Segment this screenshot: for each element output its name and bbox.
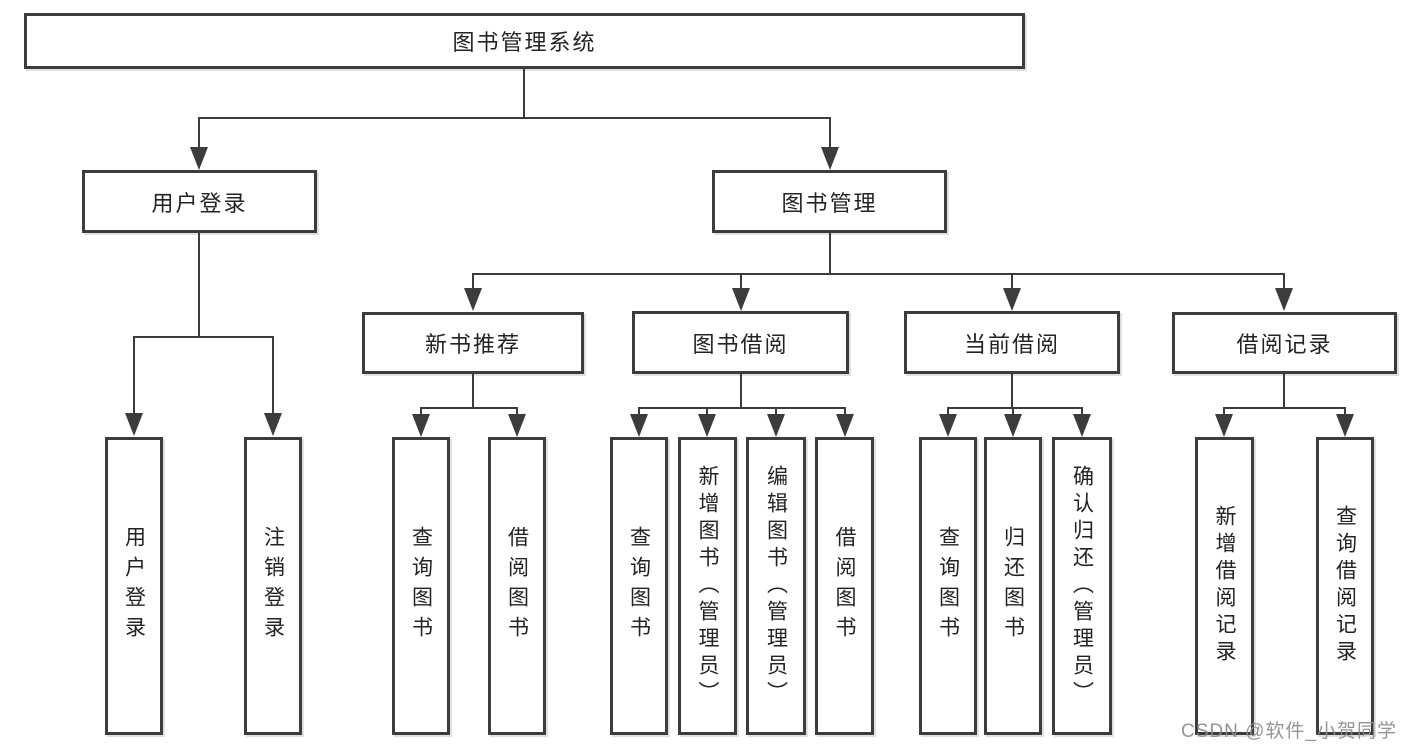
connector-drop bbox=[947, 407, 949, 416]
leaf-borrow-books-borrowing: 借阅图书 bbox=[815, 437, 874, 735]
arrow-down-icon bbox=[190, 147, 208, 170]
connector-drop bbox=[1344, 407, 1346, 416]
connector-drop bbox=[844, 407, 846, 416]
connector-drop-current-borrow bbox=[1011, 273, 1013, 291]
arrow-down-icon bbox=[508, 414, 526, 437]
leaf-logout: 注销登录 bbox=[244, 437, 302, 735]
node-current-borrowing: 当前借阅 bbox=[904, 311, 1120, 374]
connector-bus-current-borrow bbox=[947, 407, 1083, 409]
connector-drop-book-borrow bbox=[740, 273, 742, 291]
leaf-user-login-label: 用户登录 bbox=[122, 526, 146, 646]
leaf-query-borrow-record: 查询借阅记录 bbox=[1316, 437, 1374, 735]
node-book-management: 图书管理 bbox=[712, 170, 947, 233]
connector-drop bbox=[775, 407, 777, 416]
leaf-edit-book-admin: 编辑图书（管理员） bbox=[746, 437, 806, 735]
connector-current-borrow-stem bbox=[1011, 374, 1013, 407]
arrow-down-icon bbox=[125, 413, 143, 436]
arrow-down-icon bbox=[1275, 288, 1293, 311]
arrow-down-icon bbox=[1336, 414, 1354, 437]
node-user-login: 用户登录 bbox=[82, 170, 317, 233]
node-book-management-label: 图书管理 bbox=[781, 190, 878, 216]
leaf-query-books-current: 查询图书 bbox=[919, 437, 977, 735]
arrow-down-icon bbox=[1004, 414, 1022, 437]
arrow-down-icon bbox=[767, 414, 785, 437]
leaf-logout-label: 注销登录 bbox=[261, 526, 285, 646]
leaf-add-book-admin-label: 新增图书（管理员） bbox=[696, 464, 719, 708]
connector-drop bbox=[516, 407, 518, 416]
connector-drop bbox=[638, 407, 640, 416]
watermark: CSDN @软件_小贺同学 bbox=[1181, 716, 1397, 743]
arrow-down-icon bbox=[1073, 414, 1091, 437]
connector-drop-leaf-logout bbox=[272, 336, 274, 415]
connector-drop-book-mgmt bbox=[829, 117, 831, 150]
leaf-add-book-admin: 新增图书（管理员） bbox=[678, 437, 737, 735]
leaf-borrow-books-recommend: 借阅图书 bbox=[488, 437, 546, 735]
arrow-down-icon bbox=[264, 413, 282, 436]
connector-bus-level2 bbox=[198, 117, 831, 119]
connector-drop-user-login bbox=[198, 117, 200, 150]
node-borrow-records-label: 借阅记录 bbox=[1236, 332, 1333, 357]
connector-root-stem bbox=[523, 69, 525, 117]
node-new-book-recommend-label: 新书推荐 bbox=[424, 332, 521, 357]
watermark-text: CSDN @软件_小贺同学 bbox=[1181, 721, 1397, 742]
leaf-borrow-books-recommend-label: 借阅图书 bbox=[505, 526, 529, 646]
leaf-edit-book-admin-label: 编辑图书（管理员） bbox=[764, 464, 788, 708]
node-root-label: 图书管理系统 bbox=[452, 30, 597, 55]
arrow-down-icon bbox=[464, 288, 482, 311]
connector-drop bbox=[420, 407, 422, 416]
connector-bus-new-book bbox=[420, 407, 518, 409]
leaf-confirm-return-admin: 确认归还（管理员） bbox=[1052, 437, 1112, 735]
arrow-down-icon bbox=[412, 414, 430, 437]
connector-bus-book-borrow bbox=[638, 407, 846, 409]
node-borrow-records: 借阅记录 bbox=[1172, 312, 1397, 374]
leaf-query-books-borrowing-label: 查询图书 bbox=[627, 526, 651, 646]
leaf-return-book-label: 归还图书 bbox=[1001, 526, 1025, 646]
connector-drop bbox=[706, 407, 708, 416]
connector-drop bbox=[1223, 407, 1225, 416]
arrow-down-icon bbox=[698, 414, 716, 437]
connector-drop-leaf-login bbox=[133, 336, 135, 415]
node-root: 图书管理系统 bbox=[24, 13, 1025, 69]
connector-drop-new-book bbox=[472, 273, 474, 291]
leaf-confirm-return-admin-label: 确认归还（管理员） bbox=[1070, 464, 1094, 708]
node-user-login-label: 用户登录 bbox=[151, 190, 248, 216]
leaf-add-borrow-record-label: 新增借阅记录 bbox=[1213, 505, 1236, 667]
connector-drop bbox=[1081, 407, 1083, 416]
leaf-query-borrow-record-label: 查询借阅记录 bbox=[1333, 505, 1357, 667]
leaf-borrow-books-borrowing-label: 借阅图书 bbox=[833, 526, 856, 646]
connector-new-book-stem bbox=[472, 374, 474, 407]
connector-book-borrow-stem bbox=[740, 374, 742, 407]
connector-bus-user-login bbox=[133, 336, 274, 338]
connector-borrow-records-stem bbox=[1283, 374, 1285, 407]
leaf-query-books-recommend: 查询图书 bbox=[392, 437, 450, 735]
connector-drop bbox=[1012, 407, 1014, 416]
leaf-user-login: 用户登录 bbox=[105, 437, 163, 735]
node-book-borrowing-label: 图书借阅 bbox=[692, 331, 789, 357]
arrow-down-icon bbox=[836, 414, 854, 437]
arrow-down-icon bbox=[1003, 288, 1021, 311]
node-book-borrowing: 图书借阅 bbox=[632, 311, 849, 374]
leaf-add-borrow-record: 新增借阅记录 bbox=[1195, 437, 1254, 735]
leaf-query-books-current-label: 查询图书 bbox=[936, 526, 960, 646]
arrow-down-icon bbox=[821, 147, 839, 170]
connector-book-mgmt-stem bbox=[829, 233, 831, 273]
leaf-query-books-recommend-label: 查询图书 bbox=[409, 526, 433, 646]
arrow-down-icon bbox=[732, 288, 750, 311]
arrow-down-icon bbox=[630, 414, 648, 437]
arrow-down-icon bbox=[1215, 414, 1233, 437]
node-current-borrowing-label: 当前借阅 bbox=[963, 331, 1060, 357]
leaf-return-book: 归还图书 bbox=[984, 437, 1042, 735]
connector-drop-borrow-records bbox=[1283, 273, 1285, 291]
connector-bus-borrow-records bbox=[1223, 407, 1346, 409]
arrow-down-icon bbox=[939, 414, 957, 437]
connector-bus-level3 bbox=[472, 273, 1284, 275]
leaf-query-books-borrowing: 查询图书 bbox=[610, 437, 668, 735]
node-new-book-recommend: 新书推荐 bbox=[362, 312, 584, 374]
connector-user-login-stem bbox=[198, 233, 200, 336]
